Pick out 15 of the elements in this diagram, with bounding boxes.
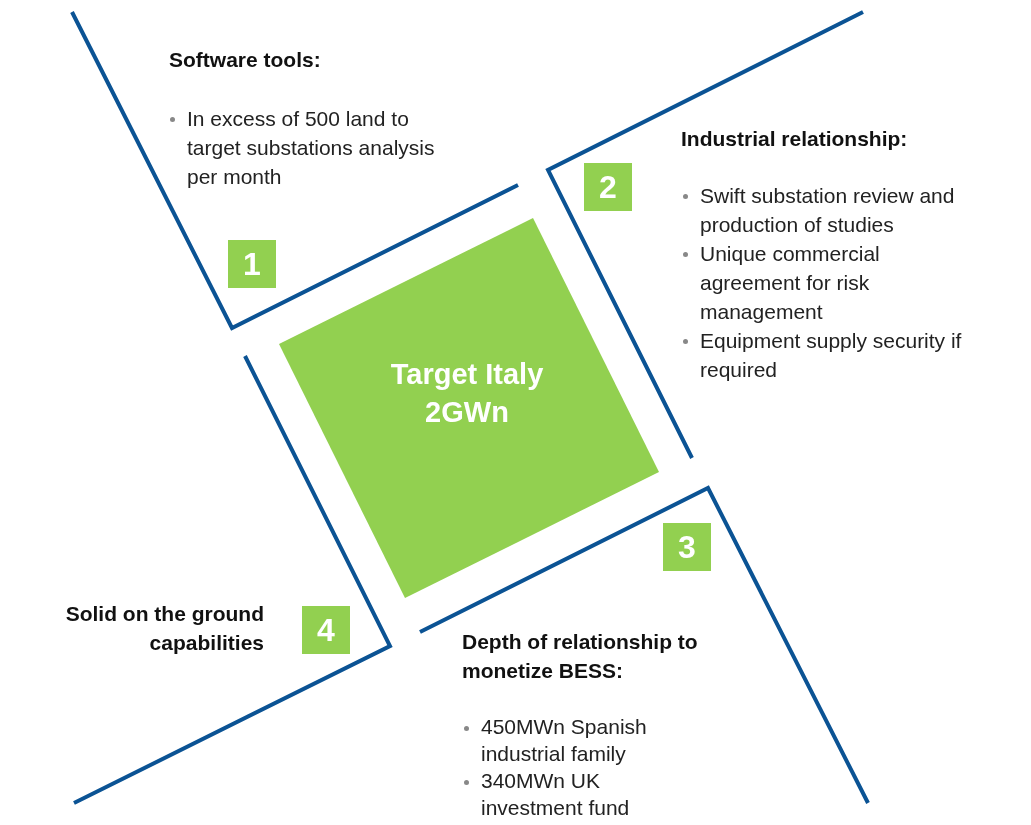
section-heading: Industrial relationship: [681,126,909,152]
step-number-badge: 2 [584,163,632,211]
target-label: Target Italy 2GWn [389,357,545,430]
section-heading: Software tools: [169,47,322,73]
section-heading: Depth of relationship to monetize BESS: [462,629,699,684]
bullet-item: Swift substation review and production of studies [681,181,1031,239]
bullet-item: 450MWn Spanish industrial family [462,713,696,767]
bullet-item: Unique commercial agreement for risk management [681,239,950,326]
step-number-badge: 3 [663,523,711,571]
bullet-item: 340MWn UK investment fund [462,767,691,821]
step-number-badge: 4 [302,606,350,654]
bullet-item: Equipment supply security if required [681,326,1030,384]
bullet-item: In excess of 500 land to target substations analysis per month [168,104,447,191]
section-heading: Solid on the ground capabilities [64,601,264,656]
step-number-badge: 1 [228,240,276,288]
